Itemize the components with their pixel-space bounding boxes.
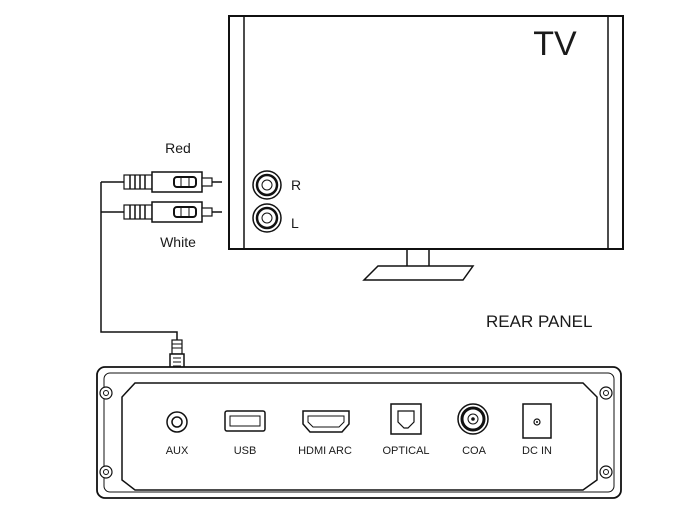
port-label-optical: OPTICAL (382, 445, 429, 457)
port-label-aux: AUX (166, 445, 189, 457)
panel-screw-icon (99, 386, 113, 400)
aux-port-icon (166, 411, 188, 433)
port-label-hdmi-arc: HDMI ARC (298, 445, 352, 457)
dc-in-port-icon (522, 403, 552, 439)
tv-audio-jack-right (252, 170, 282, 200)
white-plug-label: White (160, 234, 196, 250)
cable-wire (100, 182, 178, 340)
tv-screen (243, 15, 609, 250)
usb-port-icon (224, 410, 266, 432)
optical-port-icon (390, 403, 422, 435)
panel-screw-icon (99, 465, 113, 479)
tv-frame (228, 15, 624, 250)
tv-title: TV (533, 25, 577, 63)
tv-audio-jack-left (252, 203, 282, 233)
coaxial-port-icon (457, 403, 489, 435)
red-plug-label: Red (165, 140, 191, 156)
rear-panel: AUX USB HDMI ARC OPTICAL COA (96, 366, 622, 499)
rca-cable: Red White (100, 140, 222, 397)
jack-left-label: L (291, 215, 299, 231)
white-rca-plug (123, 201, 222, 223)
tv-set: TV R L (228, 15, 624, 281)
tv-stand (362, 249, 475, 281)
jack-right-label: R (291, 177, 301, 193)
port-label-dc-in: DC IN (522, 445, 552, 457)
port-label-usb: USB (234, 445, 257, 457)
hdmi-port-icon (302, 410, 350, 433)
red-rca-plug (123, 171, 222, 193)
port-label-coa: COA (462, 445, 487, 457)
panel-screw-icon (599, 386, 613, 400)
panel-screw-icon (599, 465, 613, 479)
rear-panel-title: REAR PANEL (486, 312, 592, 331)
rear-panel-rim (103, 372, 615, 493)
